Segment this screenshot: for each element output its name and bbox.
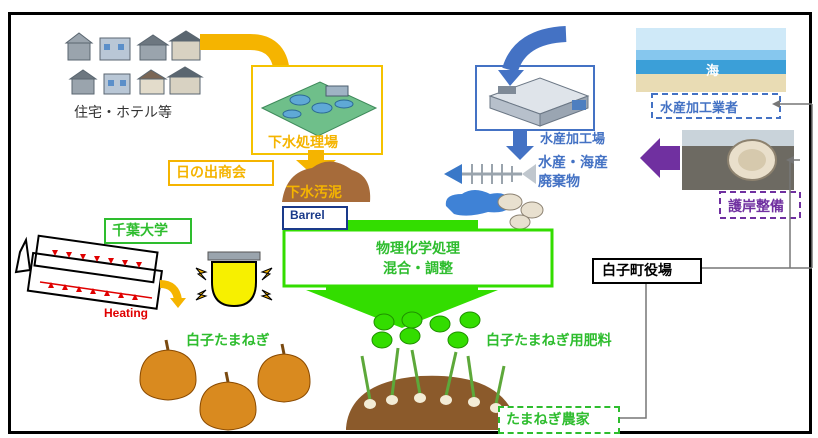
oyster-shells-icon bbox=[497, 193, 544, 230]
town-office-box bbox=[592, 258, 702, 284]
chiba-univ-label: 千葉大学 bbox=[112, 223, 168, 239]
coast-photo bbox=[682, 130, 794, 190]
coast-box bbox=[719, 191, 801, 219]
reactor-flask-icon bbox=[195, 251, 273, 308]
seafood-waste-label: 水産・海産 廃棄物 bbox=[538, 155, 608, 190]
factory-icon bbox=[488, 77, 590, 127]
onion-label: 白子たまねぎ bbox=[186, 333, 270, 349]
coast-label: 護岸整備 bbox=[728, 199, 784, 215]
seafood-processor-box bbox=[651, 93, 781, 119]
hinode-label: 日の出商会 bbox=[176, 165, 246, 181]
onions-icon bbox=[139, 339, 311, 431]
farmer-box bbox=[498, 406, 620, 434]
sludge-mound bbox=[282, 161, 371, 202]
onion-field bbox=[346, 347, 516, 430]
heating-tube-icon bbox=[14, 234, 164, 310]
arrow-heater-out bbox=[159, 280, 182, 301]
sea-label: 海 bbox=[706, 64, 720, 79]
fertilizer-pellets bbox=[371, 311, 481, 349]
process-line2: 混合・調整 bbox=[383, 261, 453, 277]
heating-label: Heating bbox=[104, 306, 149, 320]
sludge-label: 下水汚泥 bbox=[286, 185, 342, 201]
town-office-label: 白子町役場 bbox=[602, 263, 672, 279]
barrel-box bbox=[282, 206, 348, 230]
fertilizer-label: 白子たまねぎ用肥料 bbox=[486, 333, 612, 349]
farmer-label: たまねぎ農家 bbox=[506, 412, 590, 428]
houses-icon bbox=[64, 30, 204, 95]
seafood-processor-label: 水産加工業者 bbox=[660, 101, 739, 116]
sea-photo bbox=[636, 28, 786, 92]
sewage-plant-label: 下水処理場 bbox=[268, 135, 338, 151]
seafood-plant-label: 水産加工場 bbox=[540, 132, 606, 147]
sewage-plant-icon bbox=[260, 81, 378, 137]
arrow-to-seafood-plant bbox=[502, 26, 567, 73]
fish-bone-icon bbox=[444, 164, 536, 184]
hinode-box bbox=[168, 160, 274, 186]
chiba-univ-box bbox=[104, 218, 192, 244]
process-line1: 物理化学処理 bbox=[376, 241, 460, 257]
water-puddle bbox=[445, 190, 512, 216]
barrel-label: Barrel bbox=[290, 208, 325, 222]
housing-label: 住宅・ホテル等 bbox=[74, 105, 172, 121]
arrow-coast-to-waste bbox=[640, 138, 680, 178]
process-box bbox=[282, 228, 554, 288]
diagram-frame bbox=[8, 12, 812, 434]
